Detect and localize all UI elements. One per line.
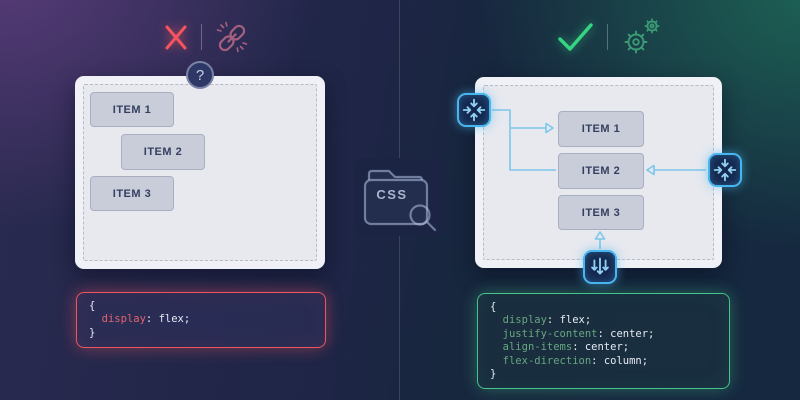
correct-status-row (554, 14, 663, 60)
question-badge: ? (186, 61, 214, 89)
container-correct: ITEM 1 ITEM 2 ITEM 3 (475, 77, 722, 268)
flex-item: ITEM 3 (558, 195, 644, 230)
align-center-icon (708, 153, 742, 187)
css-folder-icon: CSS (355, 158, 445, 236)
flex-item: ITEM 1 (558, 111, 644, 147)
check-icon (558, 23, 593, 51)
gears-icon (624, 18, 660, 54)
folder-label: CSS (376, 187, 408, 202)
flex-item: ITEM 2 (558, 153, 644, 189)
icon-separator (201, 24, 202, 50)
code-block-wrong: { display: flex;} (76, 292, 326, 348)
magnifier-icon (409, 204, 437, 232)
container-wrong: ITEM 1 ITEM 2 ITEM 3 (75, 76, 325, 269)
flex-item: ITEM 1 (90, 92, 174, 127)
flex-item: ITEM 3 (90, 176, 174, 211)
column-arrows-icon (583, 250, 617, 284)
align-center-icon (457, 93, 491, 127)
flex-item: ITEM 2 (121, 134, 205, 170)
broken-link-icon (216, 21, 248, 53)
icon-separator (607, 24, 608, 50)
code-block-correct: { display: flex; justify-content: center… (477, 293, 730, 389)
cross-icon (165, 25, 187, 50)
wrong-status-row (162, 14, 251, 60)
